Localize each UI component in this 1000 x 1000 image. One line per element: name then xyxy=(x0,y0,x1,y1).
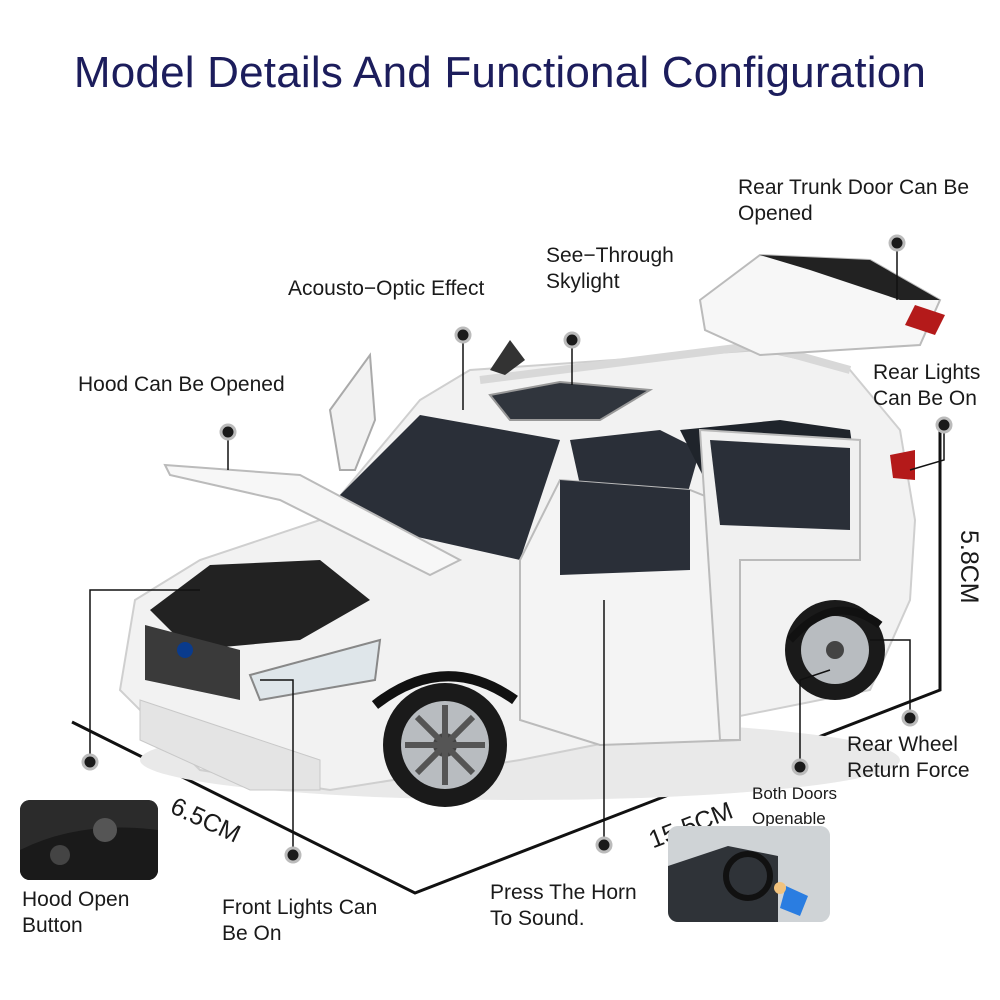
label-rear-trunk: Rear Trunk Door Can Be Opened xyxy=(738,176,970,225)
horn-inset xyxy=(668,826,830,922)
label-see-through-skylight: See−Through Skylight xyxy=(546,244,674,293)
label-press-horn: Press The Horn To Sound. xyxy=(490,881,637,930)
car-body xyxy=(118,253,945,807)
label-both-doors: Both Doors Openable xyxy=(752,784,838,828)
callout-lines xyxy=(89,243,945,855)
label-rear-wheel: Rear Wheel Return Force xyxy=(847,733,970,782)
label-rear-lights: Rear Lights Can Be On xyxy=(873,361,981,410)
label-front-lights: Front Lights Can Be On xyxy=(222,896,378,945)
hood-button-photo xyxy=(20,800,158,880)
label-hood-open-button: Hood Open Button xyxy=(22,888,130,937)
label-hood-opened: Hood Can Be Opened xyxy=(78,373,285,396)
page-title: Model Details And Functional Configurati… xyxy=(73,48,927,97)
horn-photo xyxy=(668,826,830,922)
label-acousto-optic: Acousto−Optic Effect xyxy=(288,277,485,300)
hood-button-inset xyxy=(20,800,158,880)
dimension-height: 5.8CM xyxy=(955,530,983,604)
callout-markers xyxy=(81,234,953,864)
